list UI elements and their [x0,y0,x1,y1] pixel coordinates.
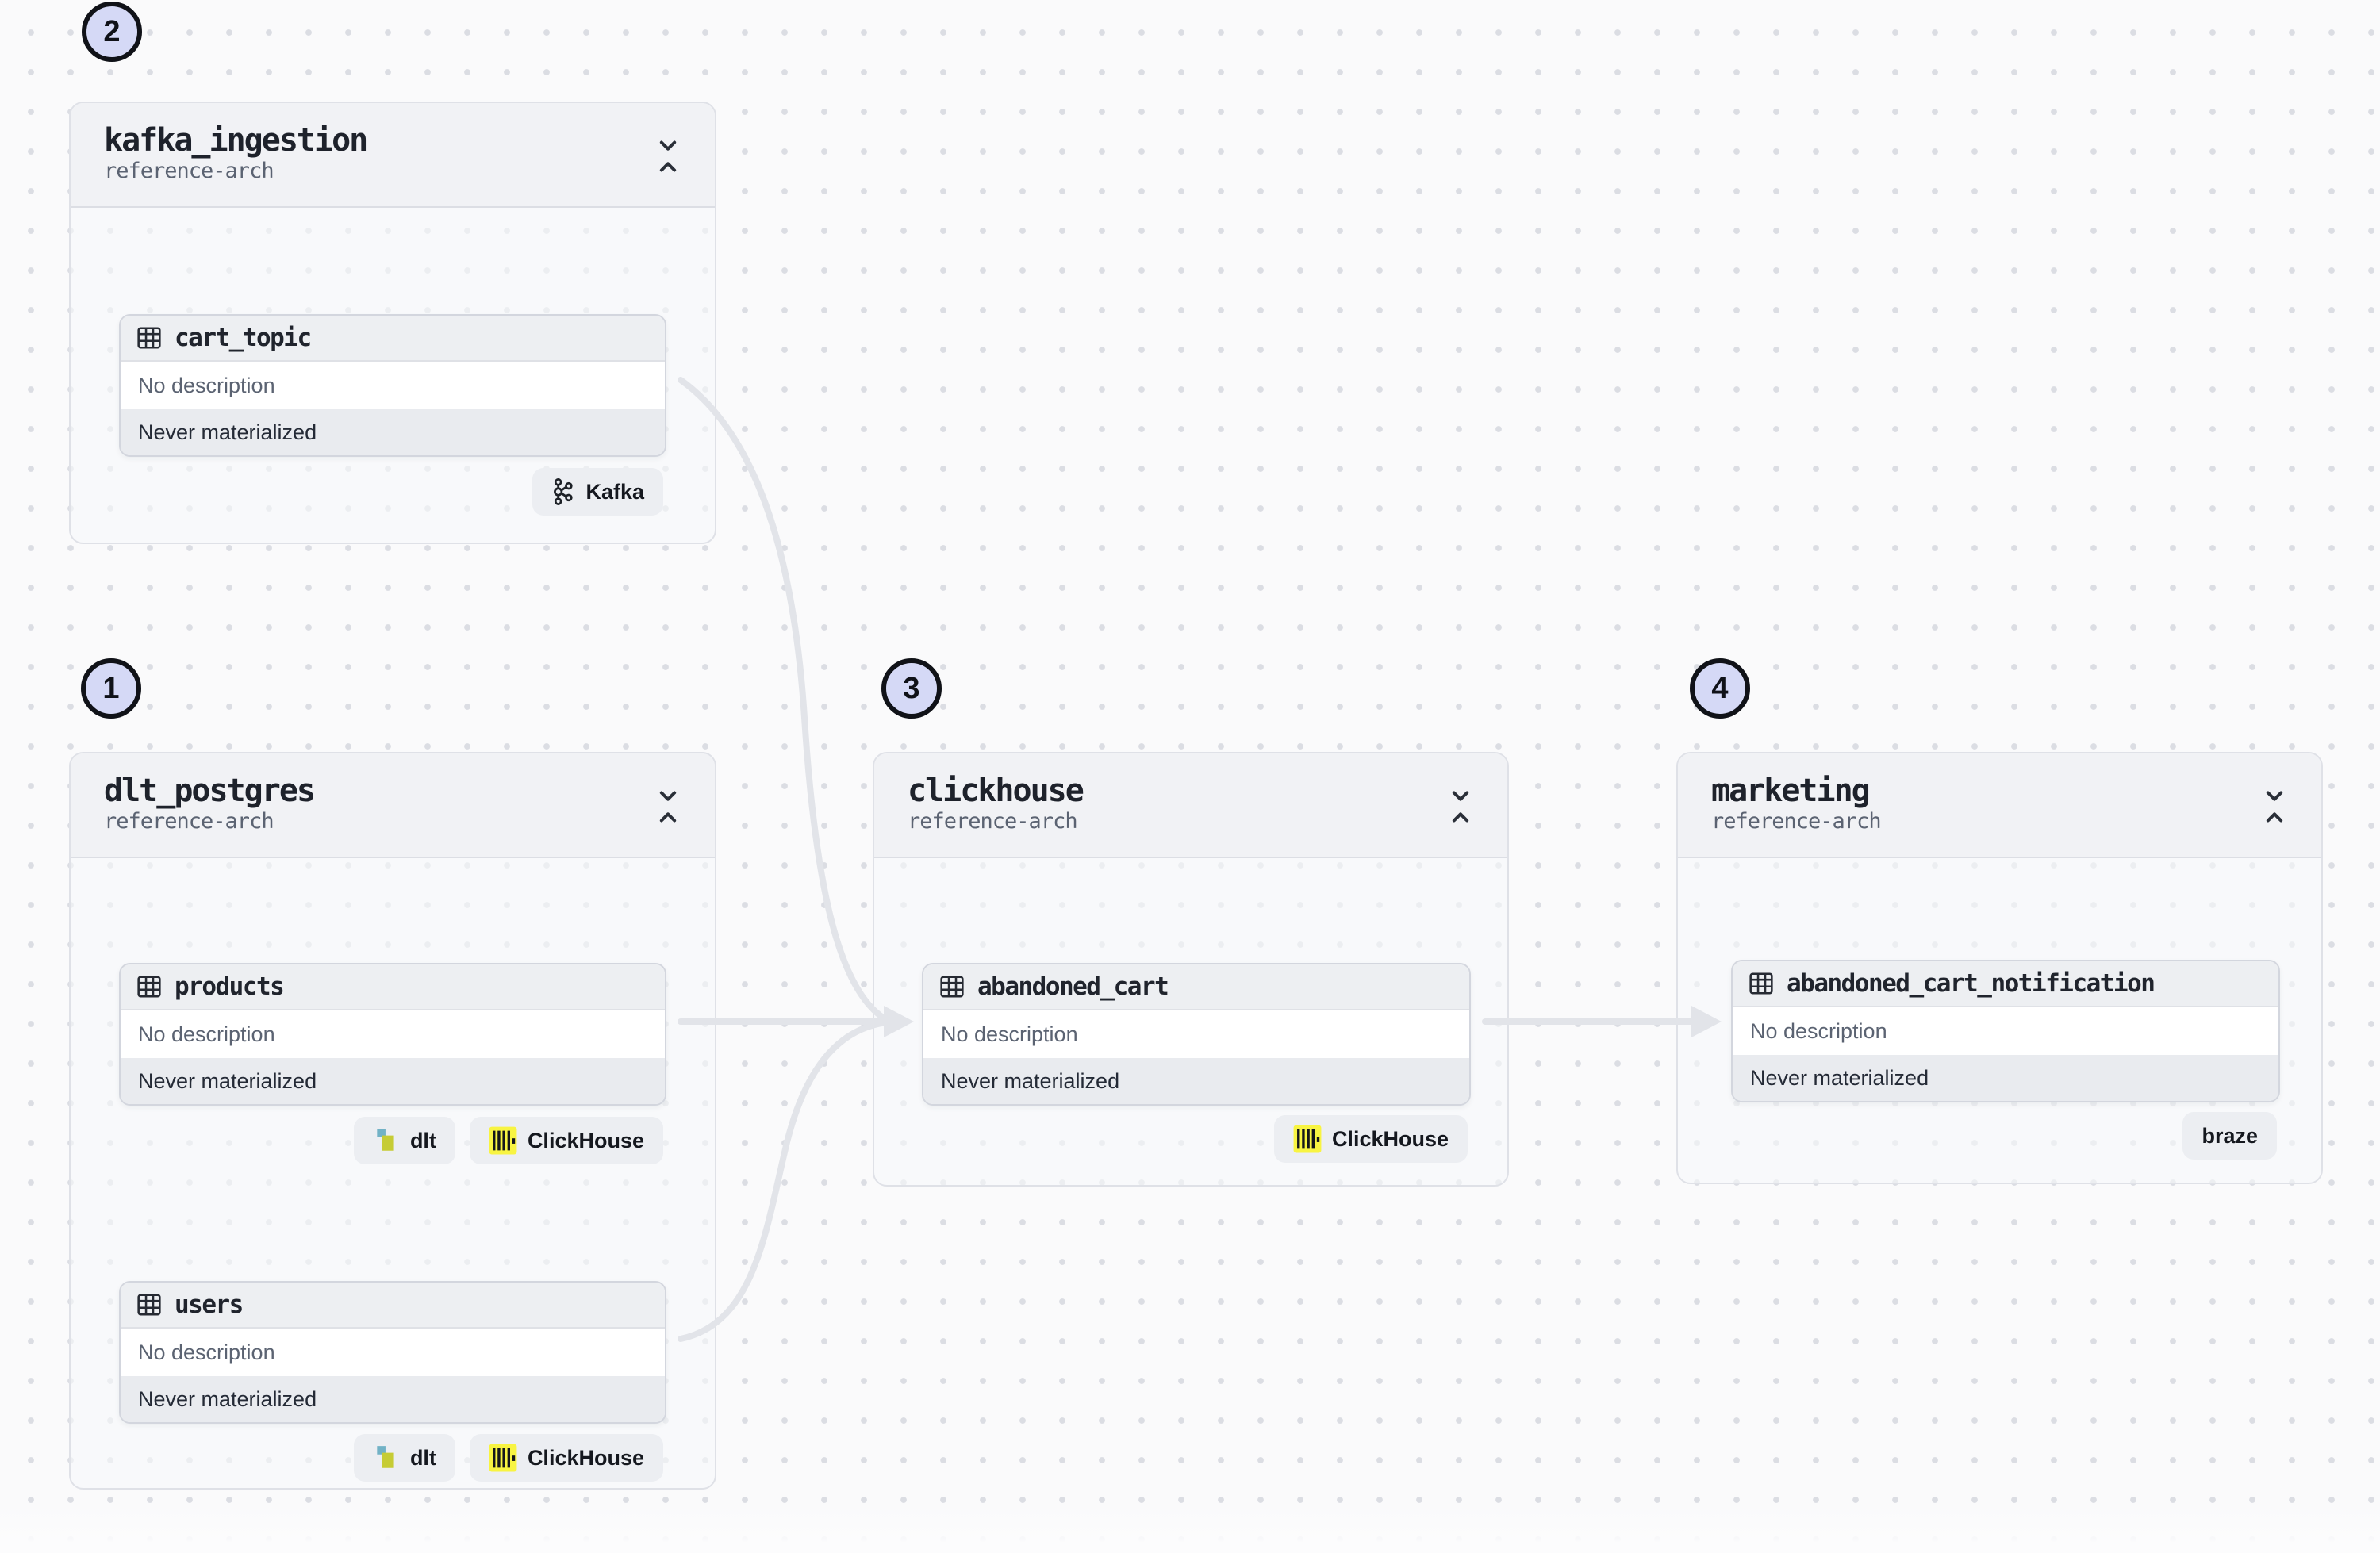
collapse-button[interactable] [2263,790,2286,823]
group-subtitle: reference-arch [104,809,274,834]
step-badge-3: 3 [881,658,942,719]
tag-row: dlt ClickHouse [353,1117,663,1164]
asset-name: cart_topic [175,324,312,352]
asset-header: abandoned_cart [923,964,1469,1010]
collapse-button[interactable] [1449,790,1472,823]
asset-name: abandoned_cart [977,972,1169,1001]
group-title: kafka_ingestion [104,122,368,159]
asset-name: products [175,972,285,1001]
tag-row: Kafka [532,468,663,516]
asset-card-abandoned-cart-notification[interactable]: abandoned_cart_notification No descripti… [1731,960,2280,1102]
asset-status: Never materialized [1733,1055,2278,1101]
clickhouse-icon [1293,1125,1322,1153]
tag-label: ClickHouse [1331,1126,1449,1151]
collapse-button[interactable] [656,140,680,173]
group-header[interactable]: dlt_postgres reference-arch [71,753,715,858]
asset-card-abandoned-cart[interactable]: abandoned_cart No description Never mate… [922,963,1471,1106]
asset-card-users[interactable]: users No description Never materialized [119,1281,666,1424]
group-title: dlt_postgres [104,773,316,809]
tag-row: dlt ClickHouse [353,1434,663,1482]
tag-braze[interactable]: braze [2182,1112,2277,1160]
table-icon [1749,972,1773,995]
asset-status: Never materialized [121,1058,665,1104]
asset-status: Never materialized [121,409,665,455]
tag-kafka[interactable]: Kafka [532,468,663,516]
tag-label: Kafka [585,479,644,504]
canvas-bottom-fade [0,1502,2380,1553]
tag-dlt[interactable]: dlt [353,1117,455,1164]
tag-label: ClickHouse [527,1128,644,1152]
asset-header: users [121,1283,665,1329]
asset-header: abandoned_cart_notification [1733,961,2278,1007]
clickhouse-icon [489,1444,517,1472]
step-badge-1: 1 [81,658,141,719]
collapse-icon [659,791,677,823]
asset-header: products [121,964,665,1010]
collapse-icon [2266,791,2283,823]
collapse-icon [1452,791,1469,823]
group-card-marketing[interactable]: marketing reference-arch abandoned_cart_… [1676,752,2323,1184]
tag-row: braze [2182,1112,2277,1160]
group-header[interactable]: clickhouse reference-arch [874,753,1507,858]
asset-card-products[interactable]: products No description Never materializ… [119,963,666,1106]
asset-header: cart_topic [121,316,665,362]
table-icon [940,976,964,998]
group-subtitle: reference-arch [1711,809,1882,834]
table-icon [137,327,161,349]
tag-label: ClickHouse [527,1445,644,1470]
tag-clickhouse[interactable]: ClickHouse [1273,1115,1468,1163]
group-subtitle: reference-arch [104,159,274,183]
group-subtitle: reference-arch [908,809,1078,834]
group-card-clickhouse[interactable]: clickhouse reference-arch abandoned_cart… [873,752,1509,1187]
dlt-icon [377,1129,394,1151]
table-icon [137,1294,161,1316]
tag-label: dlt [409,1445,436,1470]
tag-label: dlt [409,1128,436,1152]
asset-card-cart-topic[interactable]: cart_topic No description Never material… [119,314,666,457]
tag-clickhouse[interactable]: ClickHouse [469,1117,663,1164]
group-title: marketing [1711,773,1871,809]
group-title: clickhouse [908,773,1084,809]
tag-label: braze [2202,1123,2258,1148]
table-icon [137,976,161,998]
tag-row: ClickHouse [1273,1115,1468,1163]
group-header[interactable]: kafka_ingestion reference-arch [71,103,715,208]
collapse-icon [659,140,677,172]
step-badge-4: 4 [1690,658,1750,719]
group-card-dlt-postgres[interactable]: dlt_postgres reference-arch products No … [69,752,716,1490]
asset-description: No description [1733,1007,2278,1055]
dlt-icon [377,1446,394,1468]
asset-status: Never materialized [121,1376,665,1422]
asset-description: No description [121,362,665,409]
asset-status: Never materialized [923,1058,1469,1104]
tag-clickhouse[interactable]: ClickHouse [469,1434,663,1482]
collapse-button[interactable] [656,790,680,823]
group-card-kafka-ingestion[interactable]: kafka_ingestion reference-arch cart_topi… [69,102,716,544]
asset-description: No description [121,1329,665,1376]
kafka-icon [554,478,574,505]
clickhouse-icon [489,1126,517,1155]
step-badge-2: 2 [82,2,142,62]
asset-description: No description [923,1010,1469,1058]
tag-dlt[interactable]: dlt [353,1434,455,1482]
asset-name: abandoned_cart_notification [1787,969,2155,998]
group-header[interactable]: marketing reference-arch [1678,753,2321,858]
asset-name: users [175,1290,244,1319]
asset-description: No description [121,1010,665,1058]
